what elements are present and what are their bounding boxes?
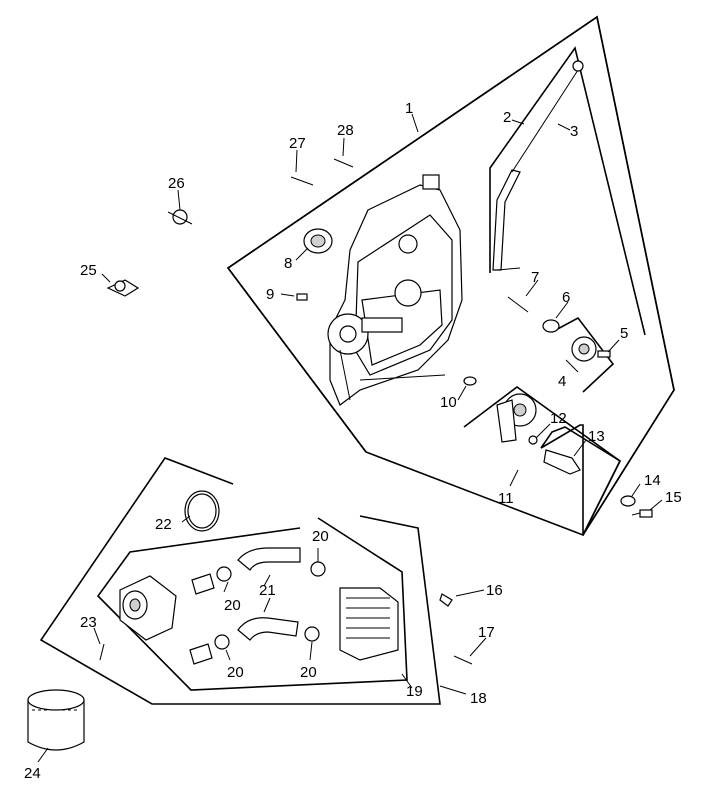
gear-4 bbox=[571, 336, 597, 362]
part-label-20-c: 20 bbox=[227, 664, 244, 681]
part-label-13: 13 bbox=[588, 428, 605, 445]
part-label-23: 23 bbox=[80, 614, 97, 631]
bolt-15 bbox=[631, 509, 653, 518]
oil-filter-adapter bbox=[119, 575, 177, 641]
screw-17 bbox=[453, 655, 473, 665]
part-label-5: 5 bbox=[620, 325, 628, 342]
hose-lower bbox=[237, 617, 299, 641]
part-label-10: 10 bbox=[440, 394, 457, 411]
fitting-elbow-upper bbox=[191, 573, 215, 595]
washer-14 bbox=[620, 495, 636, 507]
part-label-8: 8 bbox=[284, 255, 292, 272]
part-label-20-d: 20 bbox=[300, 664, 317, 681]
oil-seal bbox=[303, 228, 333, 254]
part-label-27: 27 bbox=[289, 135, 306, 152]
hose-clamp-1 bbox=[216, 566, 232, 582]
part-label-26: 26 bbox=[168, 175, 185, 192]
part-label-15: 15 bbox=[665, 489, 682, 506]
part-label-4: 4 bbox=[558, 373, 566, 390]
hose-clamp-3 bbox=[214, 634, 230, 650]
part-label-1: 1 bbox=[405, 100, 413, 117]
oil-filter-24 bbox=[27, 689, 85, 751]
part-label-20-b: 20 bbox=[224, 597, 241, 614]
governor-sleeve-13 bbox=[543, 449, 581, 475]
part-label-6: 6 bbox=[562, 289, 570, 306]
oil-cooler-19 bbox=[339, 587, 399, 661]
part-label-16: 16 bbox=[486, 582, 503, 599]
leader-lines bbox=[37, 113, 663, 763]
part-label-2: 2 bbox=[503, 109, 511, 126]
fitting-elbow-lower bbox=[189, 643, 213, 665]
washer-6 bbox=[542, 319, 560, 333]
part-label-18: 18 bbox=[470, 690, 487, 707]
hose-upper bbox=[237, 547, 301, 571]
bolt-28 bbox=[333, 158, 354, 168]
part-label-9: 9 bbox=[266, 286, 274, 303]
o-ring-22 bbox=[184, 490, 220, 532]
part-label-19: 19 bbox=[406, 683, 423, 700]
part-label-21: 21 bbox=[259, 582, 276, 599]
part-label-14: 14 bbox=[644, 472, 661, 489]
sensor-26 bbox=[167, 209, 193, 225]
part-label-3: 3 bbox=[570, 123, 578, 140]
part-label-22: 22 bbox=[155, 516, 172, 533]
part-label-24: 24 bbox=[24, 765, 41, 782]
stud-23 bbox=[99, 643, 105, 661]
part-label-28: 28 bbox=[337, 122, 354, 139]
fitting-25 bbox=[106, 279, 140, 297]
o-ring-10 bbox=[463, 376, 477, 386]
group-outline-governor bbox=[463, 386, 622, 536]
clip-16 bbox=[439, 593, 453, 607]
group-outline-oil-cooler-outer bbox=[39, 457, 441, 705]
part-label-12: 12 bbox=[550, 410, 567, 427]
part-label-17: 17 bbox=[478, 624, 495, 641]
governor-gear bbox=[496, 393, 537, 443]
dowel-pin-9 bbox=[296, 293, 308, 301]
bolt-27 bbox=[290, 176, 314, 186]
crankcase-cover bbox=[327, 174, 463, 406]
group-outline-dipstick bbox=[489, 46, 646, 336]
group-outline-oil-cooler-inner bbox=[96, 517, 408, 691]
group-outline-gear bbox=[551, 316, 615, 393]
hose-clamp-2 bbox=[310, 561, 326, 577]
pin-5 bbox=[597, 350, 611, 358]
part-labels: 1 2 3 4 5 6 7 8 9 10 11 12 13 14 15 16 1… bbox=[24, 100, 682, 782]
hose-clamp-4 bbox=[304, 626, 320, 642]
part-label-25: 25 bbox=[80, 262, 97, 279]
group-outline-crankcase-cover-main bbox=[226, 15, 675, 536]
dipstick bbox=[492, 60, 584, 271]
part-label-11: 11 bbox=[498, 490, 514, 507]
shaft-pin-7 bbox=[507, 296, 529, 313]
part-label-7: 7 bbox=[531, 269, 539, 286]
governor-ball-12 bbox=[528, 435, 538, 445]
part-label-20-a: 20 bbox=[312, 528, 329, 545]
